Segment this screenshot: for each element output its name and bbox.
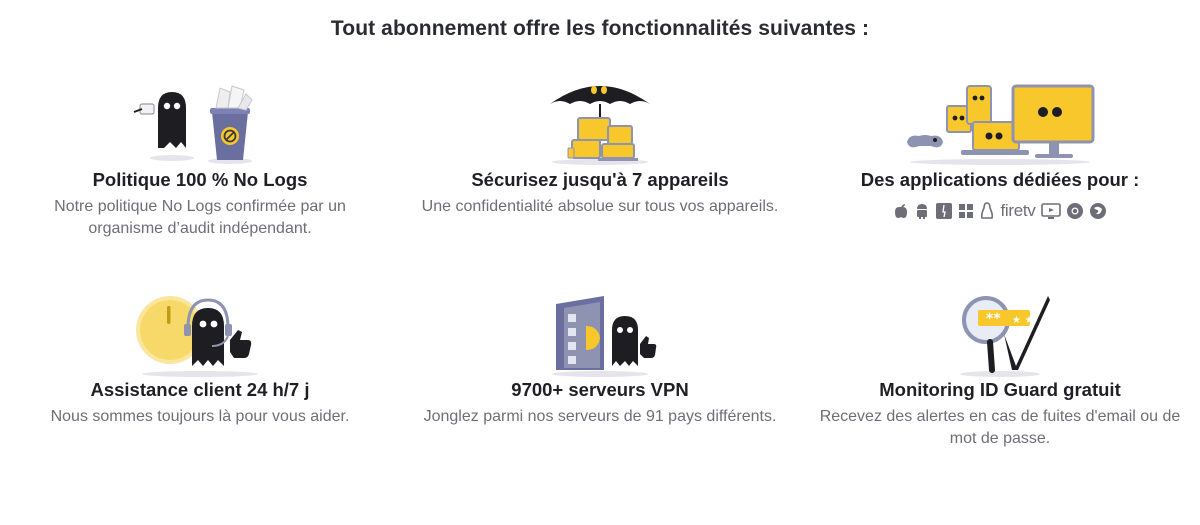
feature-description: Notre politique No Logs confirmée par un… xyxy=(54,198,346,237)
feature-no-logs: Politique 100 % No Logs Notre politique … xyxy=(0,78,400,240)
feature-title: Monitoring ID Guard gratuit xyxy=(879,379,1121,400)
feature-description: Recevez des alertes en cas de fuites d'e… xyxy=(819,408,1181,447)
feature-title: Des applications dédiées pour : xyxy=(860,169,1140,190)
chrome-icon[interactable] xyxy=(1066,202,1084,220)
finder-icon[interactable] xyxy=(935,202,953,220)
umbrella-devices-illustration xyxy=(550,86,650,165)
ghost-shredding-illustration xyxy=(133,85,253,164)
password-mask-text: ** xyxy=(986,311,1001,327)
feature-title: Assistance client 24 h/7 j xyxy=(90,379,310,400)
feature-id-guard: ** ★ ★ Monitoring ID Guard gratuit Recev… xyxy=(800,290,1200,450)
firetv-icon[interactable]: firetv xyxy=(1000,201,1036,220)
ghost-headset-clock-illustration xyxy=(136,296,258,377)
feature-description: Une confidentialité absolue sur tous vos… xyxy=(421,198,779,215)
magnifier-checkmark-illustration: ** ★ ★ xyxy=(960,296,1050,377)
firefox-icon[interactable] xyxy=(1089,202,1107,220)
feature-title: Politique 100 % No Logs xyxy=(92,169,308,190)
platform-icons: firetv xyxy=(800,201,1200,221)
feature-title: 9700+ serveurs VPN xyxy=(511,379,689,400)
feature-support: Assistance client 24 h/7 j Nous sommes t… xyxy=(0,290,400,428)
feature-seven-devices: Sécurisez jusqu'à 7 appareils Une confid… xyxy=(400,78,800,218)
apple-icon[interactable] xyxy=(893,202,909,220)
devices-ghost-eyes-illustration xyxy=(907,84,1095,165)
feature-title: Sécurisez jusqu'à 7 appareils xyxy=(471,169,729,190)
feature-description: Jonglez parmi nos serveurs de 91 pays di… xyxy=(423,408,777,425)
android-icon[interactable] xyxy=(914,202,930,220)
page-heading: Tout abonnement offre les fonctionnalité… xyxy=(330,17,870,40)
linux-icon[interactable] xyxy=(979,202,995,220)
server-ghost-illustration xyxy=(552,296,657,377)
feature-dedicated-apps: Des applications dédiées pour : firetv xyxy=(800,78,1200,221)
password-mask-dots: ★ ★ xyxy=(1012,315,1033,326)
feature-vpn-servers: 9700+ serveurs VPN Jonglez parmi nos ser… xyxy=(400,290,800,428)
smart-tv-icon[interactable] xyxy=(1040,202,1061,220)
windows-icon[interactable] xyxy=(958,203,974,219)
feature-description: Nous sommes toujours là pour vous aider. xyxy=(50,408,350,425)
